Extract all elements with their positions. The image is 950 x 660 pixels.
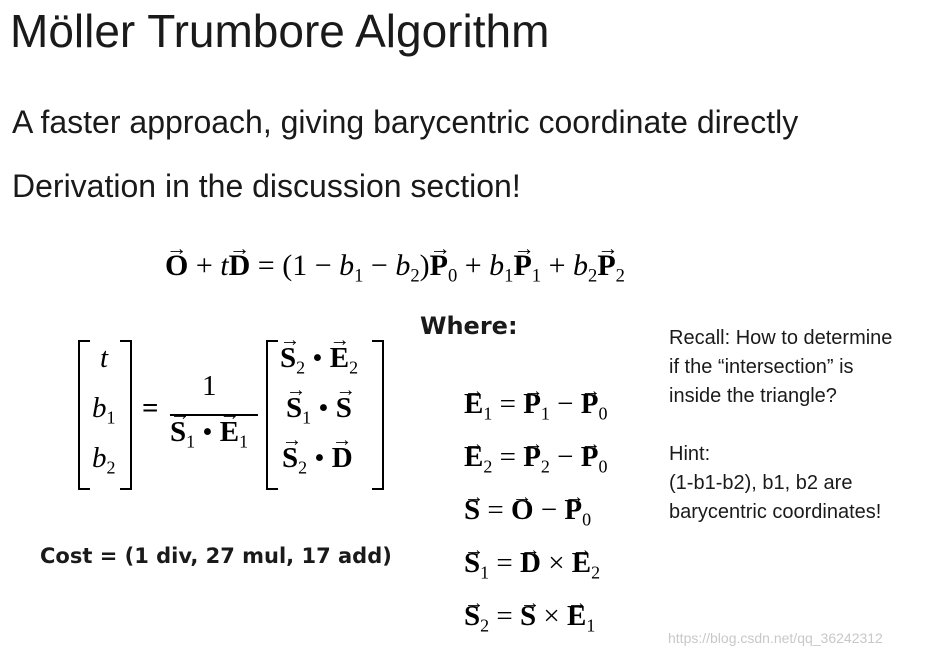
- ray-triangle-equation: O + tD = (1 − b1 − b2)P0 + b1P1 + b2P2: [165, 236, 625, 285]
- hint-line: barycentric coordinates!: [669, 501, 882, 523]
- cost-label: Cost = (1 div, 27 mul, 17 add): [40, 544, 392, 568]
- recall-spacer: [669, 411, 892, 440]
- right-vector-close-bracket: [372, 340, 384, 490]
- fraction-numerator: 1: [202, 370, 217, 402]
- left-vector-close-bracket: [120, 340, 132, 490]
- definition-s2: S2 = S × E1: [464, 577, 607, 643]
- vector-entry-s2-d: S2 • D: [282, 429, 353, 476]
- vector-entry-b2: b2: [92, 442, 116, 478]
- recall-line: inside the triangle?: [669, 385, 837, 407]
- vector-entry-s2-e2: S2 • E2: [280, 329, 358, 376]
- hint-label: Hint:: [669, 443, 711, 465]
- recall-line: if the “intersection” is: [669, 356, 854, 378]
- watermark: https://blog.csdn.net/qq_36242312: [668, 630, 883, 646]
- left-vector-open-bracket: [78, 340, 90, 490]
- recall-line: Recall: How to determine: [669, 327, 893, 349]
- vector-entry-b1: b1: [92, 392, 116, 428]
- definition-e1: E1 = P1 − P0: [464, 365, 607, 431]
- right-vector-open-bracket: [266, 340, 278, 490]
- matrix-equation: t b1 b2 = 1 S1 • E1 S2 • E2 S1 • S S2 • …: [78, 329, 398, 490]
- vector-entry-t: t: [100, 342, 109, 374]
- definition-s1: S1 = D × E2: [464, 524, 607, 590]
- definitions-list: E1 = P1 − P0 E2 = P2 − P0 S = O − P0 S1 …: [464, 365, 607, 643]
- slide-subtitle: A faster approach, giving barycentric co…: [12, 104, 799, 140]
- slide-note: Derivation in the discussion section!: [12, 168, 521, 204]
- fraction-denominator: S1 • E1: [170, 403, 248, 450]
- fraction-bar: [170, 414, 258, 416]
- definition-e2: E2 = P2 − P0: [464, 418, 607, 484]
- slide-title: Möller Trumbore Algorithm: [10, 5, 550, 57]
- hint-line: (1-b1-b2), b1, b2 are: [669, 472, 853, 494]
- recall-note: Recall: How to determine if the “interse…: [669, 324, 892, 527]
- equals-sign: =: [142, 392, 159, 424]
- where-label: Where:: [420, 312, 518, 340]
- definition-s: S = O − P0: [464, 471, 607, 537]
- vector-entry-s1-s: S1 • S: [286, 379, 352, 426]
